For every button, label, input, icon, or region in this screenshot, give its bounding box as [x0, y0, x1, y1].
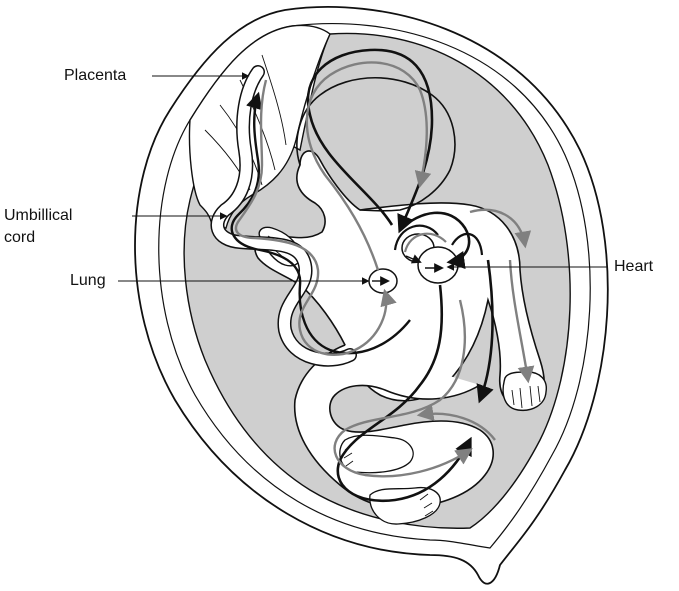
- label-lung: Lung: [70, 271, 106, 291]
- label-umbilical-line2: cord: [4, 228, 35, 248]
- label-heart: Heart: [614, 257, 653, 277]
- heart-chamber-main: [418, 247, 458, 283]
- label-umbilical-line1: Umbillical: [4, 206, 72, 226]
- fetus-right-hand: [503, 372, 546, 410]
- label-placenta: Placenta: [64, 66, 126, 86]
